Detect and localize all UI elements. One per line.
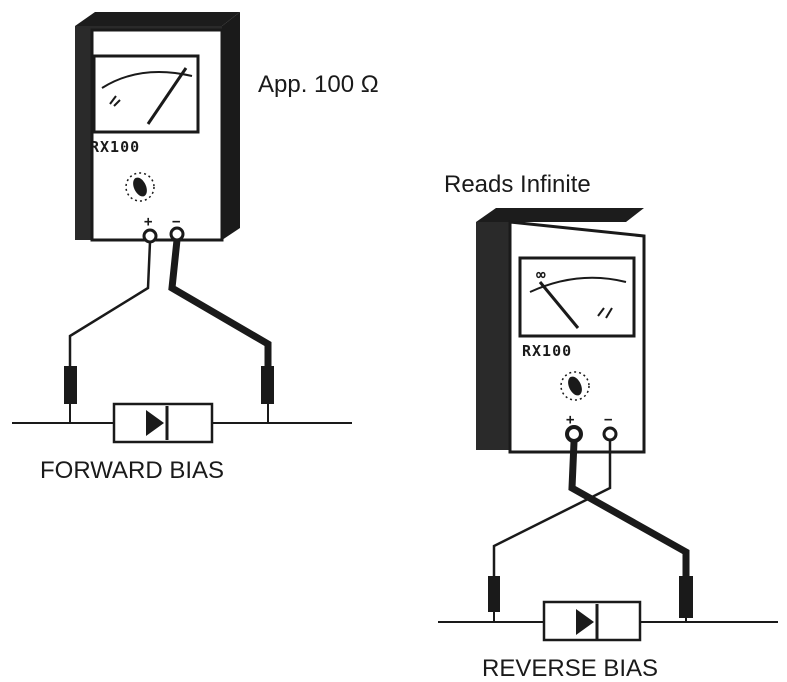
- forward-plus-sign: +: [144, 214, 152, 230]
- forward-meter-range-label: RX100: [90, 138, 140, 156]
- reverse-plus-sign: +: [566, 412, 574, 428]
- forward-positive-terminal: [142, 228, 158, 244]
- forward-diode: [112, 402, 214, 444]
- reverse-meter-scale-mark: [597, 307, 613, 319]
- reverse-range-selector-knob: [568, 376, 582, 396]
- reverse-right-probe: [679, 576, 693, 618]
- reverse-diode-anode-triangle: [576, 609, 594, 635]
- forward-reading-label: App. 100 Ω: [258, 71, 379, 98]
- reverse-meter-top: [476, 208, 644, 222]
- reverse-bias-caption: REVERSE BIAS: [482, 655, 658, 682]
- reverse-left-probe: [488, 576, 500, 612]
- forward-bias-setup: RX100 + − App. 100 Ω FORWARD BIAS: [12, 12, 379, 484]
- reverse-diode: [542, 600, 642, 642]
- reverse-meter-side: [476, 222, 510, 450]
- forward-meter-scale-mark: [109, 95, 121, 107]
- reverse-minus-sign: −: [604, 412, 612, 428]
- reverse-meter-scale-arc: [529, 276, 627, 293]
- forward-negative-probe: [261, 366, 274, 404]
- forward-negative-terminal: [169, 226, 185, 242]
- reverse-meter-range-label: RX100: [522, 342, 572, 360]
- reverse-bias-setup: ∞ RX100 + − Reads Infinite REVERSE: [438, 171, 778, 682]
- forward-bias-caption: FORWARD BIAS: [40, 457, 224, 484]
- forward-meter-dial: [92, 54, 200, 134]
- reverse-meter-needle: [538, 281, 580, 329]
- forward-positive-lead: [68, 241, 152, 368]
- reverse-meter-dial: [518, 256, 636, 338]
- reverse-ohmmeter: ∞ RX100 + −: [476, 208, 646, 454]
- forward-meter-top: [75, 12, 240, 26]
- reverse-negative-lead: [492, 440, 612, 578]
- reverse-reading-label: Reads Infinite: [444, 171, 591, 198]
- forward-positive-probe: [64, 366, 77, 404]
- forward-meter-needle: [146, 67, 188, 125]
- forward-negative-lead: [168, 239, 272, 368]
- reverse-negative-terminal: [602, 426, 618, 442]
- reverse-range-selector-ring: [560, 371, 590, 401]
- reverse-positive-lead: [568, 441, 690, 578]
- forward-diode-anode-triangle: [146, 410, 164, 436]
- reverse-meter-infinity-mark: ∞: [536, 265, 546, 284]
- forward-ohmmeter: RX100 + −: [75, 12, 240, 244]
- forward-range-selector-knob: [133, 177, 147, 197]
- forward-range-selector-ring: [125, 172, 155, 202]
- reverse-positive-terminal: [565, 425, 583, 443]
- forward-meter-right-side: [222, 12, 240, 240]
- forward-minus-sign: −: [172, 214, 180, 230]
